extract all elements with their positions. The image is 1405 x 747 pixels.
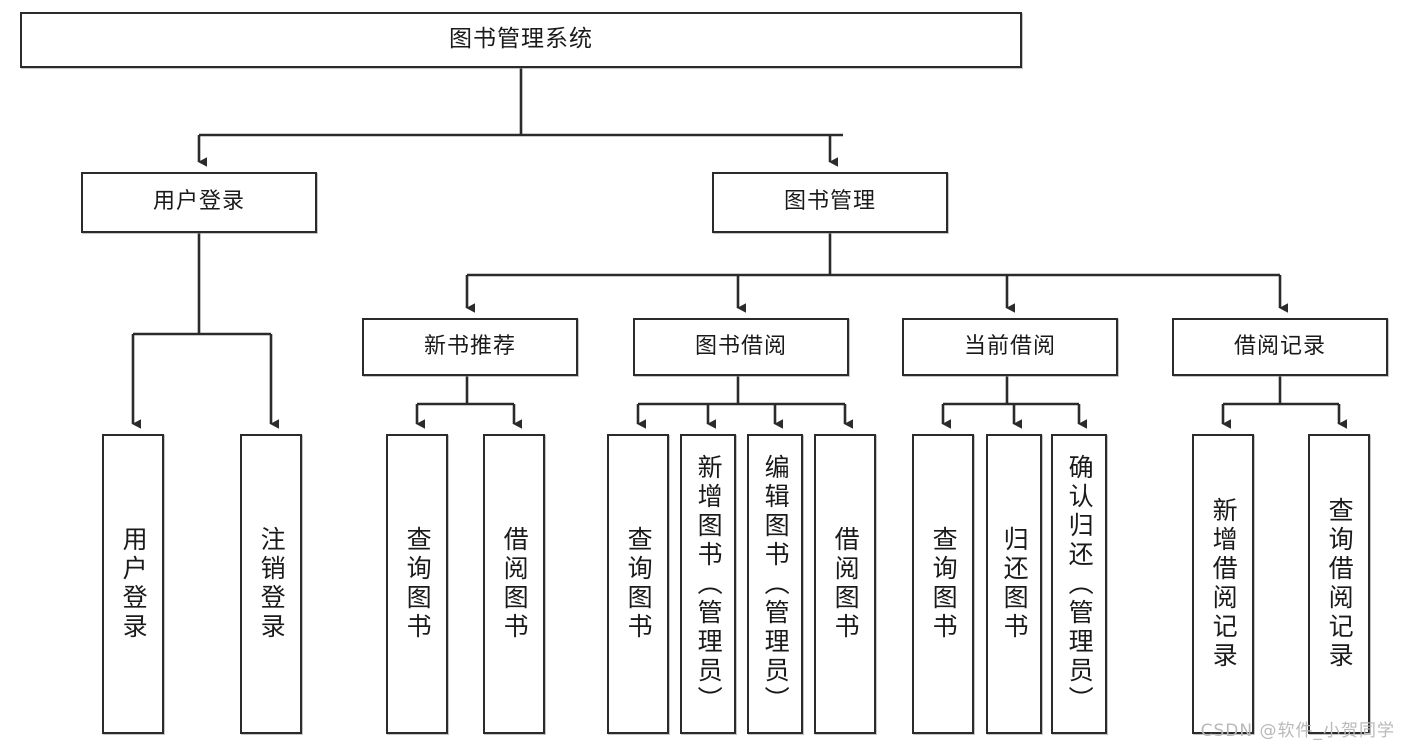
- node-leaf-query-borrow-record[interactable]: 查询借阅记录: [1308, 434, 1370, 734]
- node-label: 查询图书: [403, 526, 433, 642]
- node-label: 借阅图书: [831, 526, 861, 642]
- node-leaf-logout[interactable]: 注销登录: [240, 434, 302, 734]
- node-label: 新增图书（管理员）: [694, 453, 724, 715]
- node-leaf-borrow-book-new[interactable]: 借阅图书: [483, 434, 545, 734]
- node-label: 用户登录: [152, 189, 245, 215]
- node-label: 归还图书: [1000, 526, 1030, 642]
- node-label: 当前借阅: [963, 333, 1056, 359]
- node-leaf-borrow-book[interactable]: 借阅图书: [814, 434, 876, 734]
- node-label: 查询借阅记录: [1325, 497, 1355, 671]
- csdn-watermark: CSDN @软件_小贺同学: [1200, 721, 1395, 741]
- node-label: 借阅记录: [1233, 333, 1326, 359]
- node-label: 查询图书: [624, 526, 654, 642]
- node-label: 编辑图书（管理员）: [761, 453, 791, 715]
- node-label: 新增借阅记录: [1209, 497, 1239, 671]
- node-book-manage[interactable]: 图书管理: [712, 172, 948, 233]
- node-current-borrow[interactable]: 当前借阅: [902, 318, 1118, 376]
- node-label: 查询图书: [929, 526, 959, 642]
- node-new-book-recommend[interactable]: 新书推荐: [362, 318, 578, 376]
- node-book-borrow[interactable]: 图书借阅: [633, 318, 849, 376]
- node-label: 新书推荐: [423, 333, 516, 359]
- node-label: 图书管理: [783, 189, 876, 215]
- node-label: 图书管理系统: [449, 26, 593, 53]
- node-leaf-query-book-current[interactable]: 查询图书: [912, 434, 974, 734]
- node-label: 注销登录: [257, 526, 287, 642]
- node-label: 图书借阅: [694, 333, 787, 359]
- node-leaf-return-book[interactable]: 归还图书: [986, 434, 1042, 734]
- node-leaf-user-login[interactable]: 用户登录: [102, 434, 164, 734]
- node-leaf-add-book-admin[interactable]: 新增图书（管理员）: [680, 434, 736, 734]
- node-root-book-management-system[interactable]: 图书管理系统: [20, 12, 1022, 68]
- node-leaf-add-borrow-record[interactable]: 新增借阅记录: [1192, 434, 1254, 734]
- node-leaf-confirm-return-admin[interactable]: 确认归还（管理员）: [1051, 434, 1107, 734]
- node-leaf-query-book-borrow[interactable]: 查询图书: [607, 434, 669, 734]
- node-leaf-edit-book-admin[interactable]: 编辑图书（管理员）: [747, 434, 803, 734]
- node-label: 借阅图书: [500, 526, 530, 642]
- node-label: 确认归还（管理员）: [1065, 453, 1095, 715]
- node-borrow-record[interactable]: 借阅记录: [1172, 318, 1388, 376]
- node-leaf-query-book-new[interactable]: 查询图书: [386, 434, 448, 734]
- node-label: 用户登录: [119, 526, 149, 642]
- node-user-login[interactable]: 用户登录: [81, 172, 317, 233]
